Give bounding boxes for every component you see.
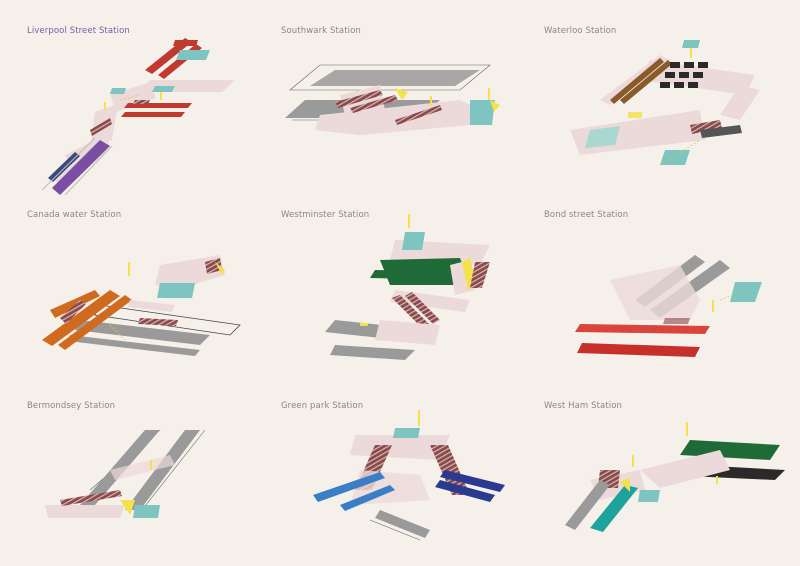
station-title-waterloo[interactable]: Waterloo Station [544, 26, 617, 36]
diagram-westham[interactable] [565, 422, 785, 532]
station-title-canada[interactable]: Canada water Station [27, 210, 122, 220]
station-title-southwark[interactable]: Southwark Station [281, 26, 361, 36]
station-title-westminster[interactable]: Westminster Station [281, 210, 370, 220]
diagram-southwark[interactable] [285, 64, 500, 135]
diagram-bond[interactable] [575, 255, 762, 357]
diagram-canada[interactable] [42, 255, 241, 356]
station-title-bermondsey[interactable]: Bermondsey Station [27, 401, 116, 411]
diagram-waterloo[interactable] [570, 40, 760, 166]
diagram-liverpool[interactable] [41, 38, 235, 196]
diagram-greenpark[interactable] [313, 410, 505, 541]
station-title-greenpark[interactable]: Green park Station [281, 401, 364, 411]
station-title-liverpool[interactable]: Liverpool Street Station [27, 26, 130, 36]
station-title-bond[interactable]: Bond street Station [544, 210, 629, 220]
diagram-bermondsey[interactable] [45, 429, 206, 518]
diagram-westminster[interactable] [325, 214, 490, 360]
station-title-westham[interactable]: West Ham Station [544, 401, 623, 411]
